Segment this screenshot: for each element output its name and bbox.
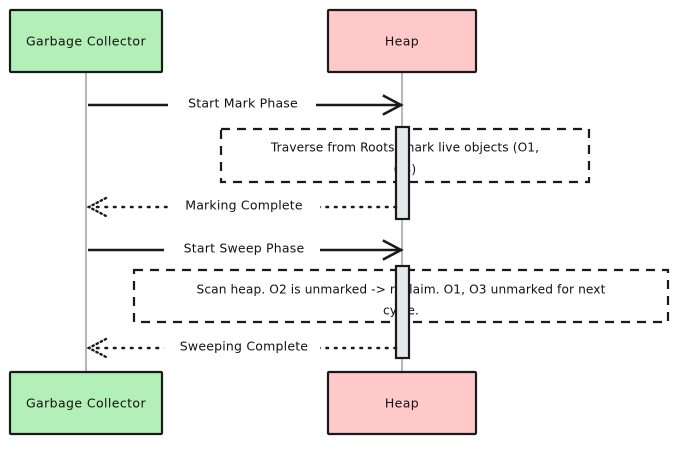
lifelines-layer (85, 72, 403, 372)
message-start-sweep-phase[interactable]: Start Sweep Phase (88, 239, 404, 261)
arrowhead-marking-complete (86, 196, 108, 218)
activation-bar-heap-sweep-phase (394, 264, 411, 360)
participant-box-garbage-collector-bottom[interactable] (8, 370, 164, 436)
participant-label-heap-bottom: Heap (385, 396, 419, 411)
message-label-start-sweep-phase: Start Sweep Phase (184, 241, 305, 256)
message-sweeping-complete[interactable]: Sweeping Complete (86, 337, 398, 359)
activation-bar-heap-mark-phase (394, 125, 411, 221)
arrowhead-start-sweep-phase (382, 239, 404, 261)
participant-garbage-collector-bottom[interactable]: Garbage Collector (8, 370, 164, 436)
participant-label-garbage-collector-top: Garbage Collector (26, 34, 147, 49)
participant-heap-bottom[interactable]: Heap (326, 370, 478, 436)
message-label-bg-sweeping-complete (164, 338, 320, 356)
message-label-bg-marking-complete (168, 197, 320, 215)
message-label-bg-start-mark-phase (168, 95, 316, 113)
message-label-bg-start-sweep-phase (164, 240, 320, 258)
message-start-mark-phase[interactable]: Start Mark Phase (88, 94, 404, 116)
message-label-sweeping-complete: Sweeping Complete (180, 339, 309, 354)
message-marking-complete[interactable]: Marking Complete (86, 196, 398, 218)
participant-heap-top[interactable]: Heap (326, 8, 478, 74)
participant-garbage-collector-top[interactable]: Garbage Collector (8, 8, 164, 74)
message-label-start-mark-phase: Start Mark Phase (188, 96, 298, 111)
arrowhead-sweeping-complete (86, 337, 108, 359)
participant-box-heap-top[interactable] (326, 8, 478, 74)
participant-box-heap-bottom[interactable] (326, 370, 478, 436)
participant-label-garbage-collector-bottom: Garbage Collector (26, 396, 147, 411)
arrowhead-start-mark-phase (382, 94, 404, 116)
participant-label-heap-top: Heap (385, 34, 419, 49)
message-label-marking-complete: Marking Complete (185, 198, 303, 213)
participant-box-garbage-collector-top[interactable] (8, 8, 164, 74)
